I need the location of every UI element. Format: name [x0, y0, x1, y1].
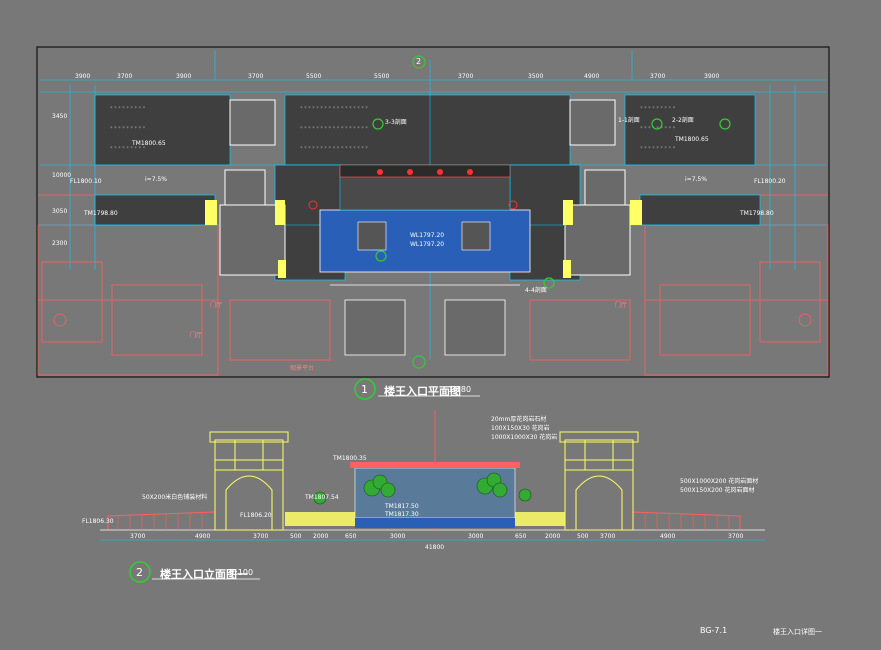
material-note: 500X150X200 花岗岩面材	[680, 487, 755, 494]
bottom-dim: 650	[515, 533, 527, 540]
section-label: 1-1剖面	[618, 117, 640, 124]
bottom-dim: 500	[577, 533, 589, 540]
top-dim: 5500	[306, 73, 322, 80]
elevation-right-arch	[559, 431, 639, 531]
svg-text:* * * * * * * * *: * * * * * * * * *	[110, 126, 146, 132]
elevation-title-badge	[129, 561, 151, 583]
top-dim: 4900	[584, 73, 600, 80]
elevation-left-arch	[209, 431, 289, 531]
top-dim: 3500	[528, 73, 544, 80]
bottom-dim: 3700	[600, 533, 616, 540]
plan-water-feature	[308, 164, 531, 273]
top-dim: 3700	[117, 73, 133, 80]
elevation-railing	[117, 512, 730, 530]
top-dim: 3900	[75, 73, 91, 80]
plan-entrance	[330, 284, 520, 356]
bottom-dim: 3700	[253, 533, 269, 540]
elevation-ground	[100, 511, 765, 531]
section-label: 4-4剖面	[525, 287, 547, 294]
room-label: 观景平台	[290, 365, 315, 372]
room-label: 门厅	[210, 302, 223, 309]
elevation-title: 楼王入口立面图一	[160, 568, 248, 581]
plan-section-markers	[372, 55, 731, 369]
plan-top-dimension	[40, 50, 826, 81]
slope-label: i=7.5%	[145, 176, 167, 183]
plan-badge-number: 1	[361, 383, 368, 396]
plan-scale: 1:180	[448, 385, 472, 394]
level-label: FL1800.10	[70, 178, 102, 185]
top-dim: 3700	[248, 73, 264, 80]
total-dim: 41800	[425, 544, 445, 551]
side-dim: 10000	[52, 172, 72, 179]
bottom-dim: 3000	[390, 533, 406, 540]
top-dim: 3900	[704, 73, 720, 80]
level-label: TM1800.65	[675, 136, 709, 143]
level-label: FL1806.20	[240, 512, 272, 519]
svg-text:* * * * * * * * * * * * * * *: * * * * * * * * * * * * * * * * *	[300, 106, 368, 112]
bottom-dim: 4900	[660, 533, 676, 540]
svg-text:* * * * * * * * *: * * * * * * * * *	[640, 146, 676, 152]
plan-pavilions	[219, 99, 631, 276]
bottom-dim: 3000	[468, 533, 484, 540]
svg-text:* * * * * * * * *: * * * * * * * * *	[110, 146, 146, 152]
water-level-label: WL1797.20	[410, 232, 445, 239]
level-label: TM1817.50	[385, 503, 419, 510]
top-dim: 5500	[374, 73, 390, 80]
svg-text:* * * * * * * * * * * * * * *: * * * * * * * * * * * * * * * * *	[300, 126, 368, 132]
top-dim: 3700	[458, 73, 474, 80]
elevation-trees	[313, 472, 532, 505]
level-label: TM1798.80	[84, 210, 118, 217]
side-dim: 3050	[52, 208, 68, 215]
bottom-dim: 3700	[130, 533, 146, 540]
elevation-view	[100, 410, 765, 541]
sheet-name: 楼王入口详图一	[773, 628, 822, 636]
level-label: TM1807.54	[305, 494, 339, 501]
level-label: TM1798.80	[740, 210, 774, 217]
svg-text:* * * * * * * * *: * * * * * * * * *	[110, 106, 146, 112]
material-note: 20mm厚花岗岩石材	[491, 416, 547, 423]
material-note: 100X150X30 花岗岩	[491, 425, 550, 432]
section-label: 3-3剖面	[385, 119, 407, 126]
bottom-dim: 500	[290, 533, 302, 540]
plan-wall-accents	[205, 200, 642, 278]
top-dim: 3700	[650, 73, 666, 80]
svg-text:* * * * * * * * * * * * * * *: * * * * * * * * * * * * * * * * *	[300, 146, 368, 152]
material-note: 500X1000X200 花岗岩面材	[680, 478, 759, 485]
material-note: 1000X1000X30 花岗岩	[491, 434, 558, 441]
water-level-label: WL1797.20	[410, 241, 445, 248]
room-label: 门厅	[615, 302, 628, 309]
plan-title: 楼王入口平面图	[384, 385, 461, 398]
slope-label: i=7.5%	[685, 176, 707, 183]
sheet-number: BG-7.1	[700, 626, 728, 635]
side-dim: 2300	[52, 240, 68, 247]
elevation-scale: 1:100	[230, 568, 254, 577]
level-label: TM1800.35	[333, 455, 367, 462]
level-label: TM1817.30	[385, 511, 419, 518]
material-note: 50X200米白色铺装材料	[142, 494, 208, 501]
level-label: FL1806.30	[82, 518, 114, 525]
elevation-badge-number: 2	[136, 566, 143, 579]
level-label: TM1800.65	[132, 140, 166, 147]
section-label: 2-2剖面	[672, 117, 694, 124]
bottom-dim: 2000	[545, 533, 561, 540]
plan-title-badge	[354, 378, 376, 400]
svg-text:* * * * * * * * *: * * * * * * * * *	[640, 106, 676, 112]
bottom-dim: 650	[345, 533, 357, 540]
side-dim: 3450	[52, 113, 68, 120]
plan-view: * * * * * * * * * * * * * * * * * * * * …	[36, 46, 830, 378]
bottom-dim: 4900	[195, 533, 211, 540]
level-label: FL1800.20	[754, 178, 786, 185]
plan-axis-label: 2	[416, 57, 422, 66]
bottom-dim: 3700	[728, 533, 744, 540]
room-label: 门厅	[190, 332, 203, 339]
bottom-dim: 2000	[313, 533, 329, 540]
top-dim: 3900	[176, 73, 192, 80]
